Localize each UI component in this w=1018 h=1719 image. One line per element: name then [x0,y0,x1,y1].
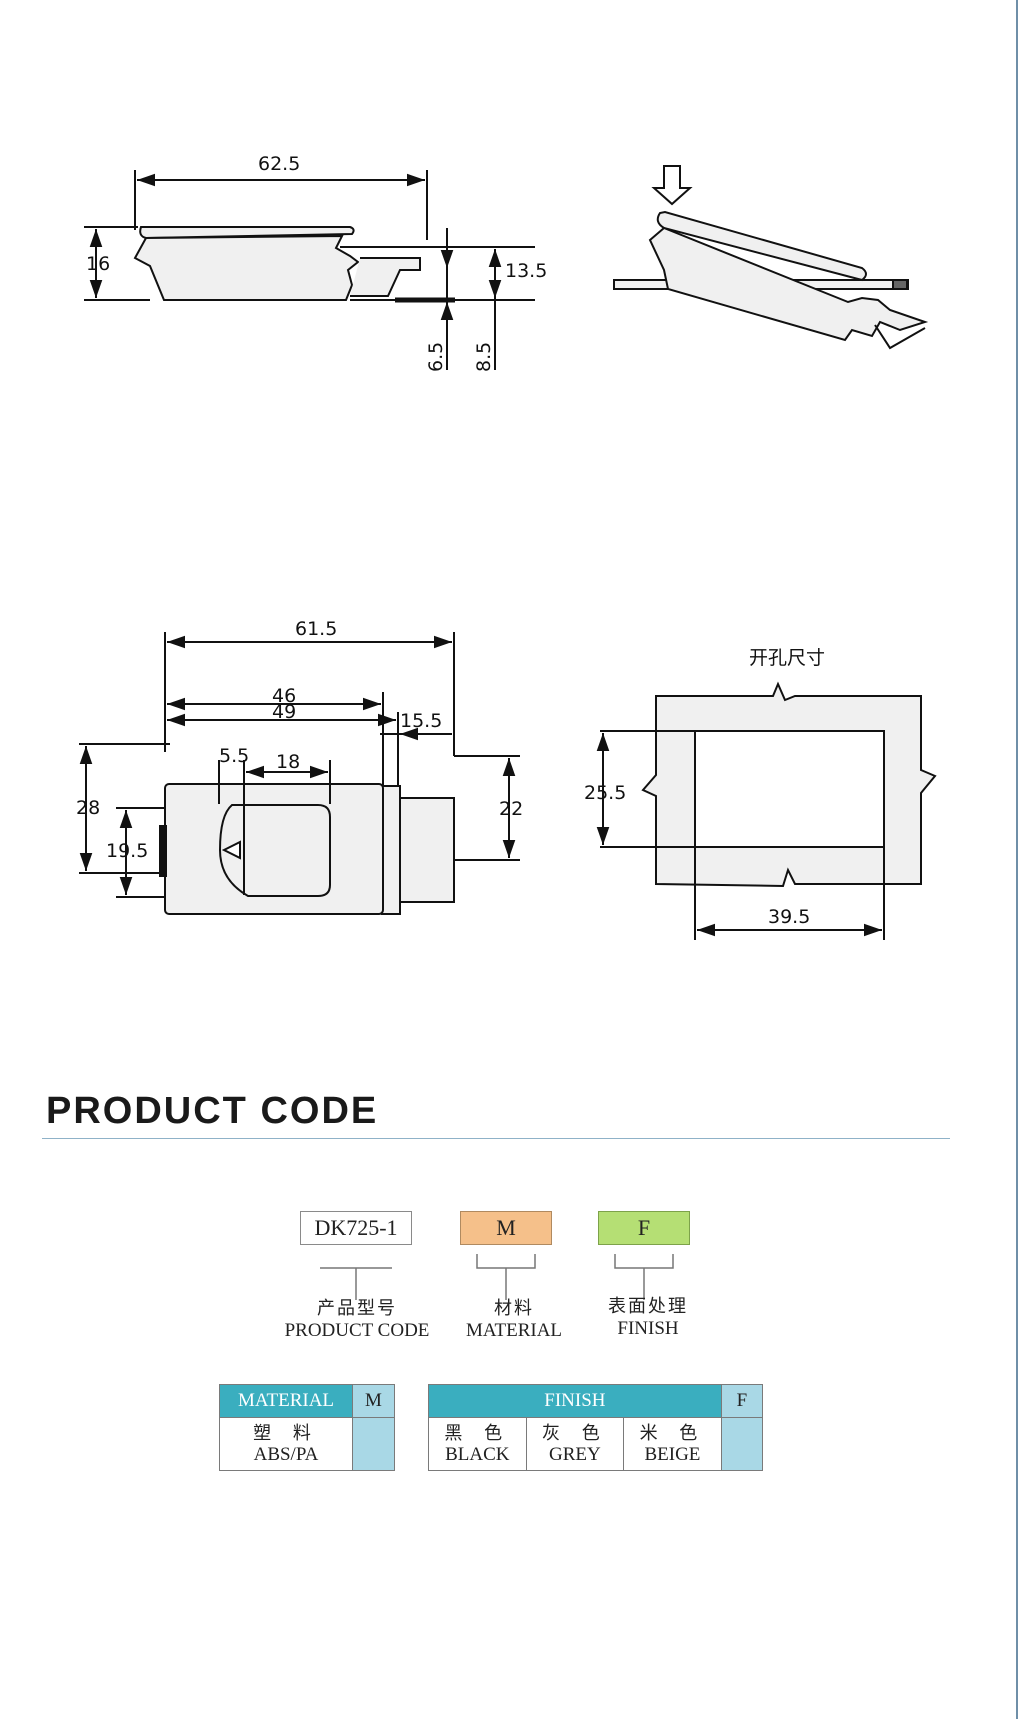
dim-46: 46 [272,685,296,707]
material-table: MATERIAL M 塑 料 ABS/PA [219,1384,395,1471]
material-label-en: MATERIAL [465,1320,563,1341]
finish-table-header: FINISH [428,1384,722,1418]
finish-option-black: 黑 色 BLACK [428,1417,527,1471]
product-code-label-en: PRODUCT CODE [284,1320,430,1341]
side-body [133,234,360,301]
finish-option-black-zh: 黑 色 [444,1423,511,1444]
finish-label-zh: 表面处理 [608,1296,688,1317]
finish-option-beige-zh: 米 色 [639,1423,706,1444]
dim-25-5: 25.5 [584,782,626,804]
top-view [79,632,520,915]
dim-15-5: 15.5 [400,710,442,732]
product-code-label: 产品型号 PRODUCT CODE [284,1298,430,1342]
finish-option-grey-zh: 灰 色 [542,1423,608,1444]
dim-18: 18 [276,751,300,773]
material-code-box: M [460,1211,552,1245]
page-edge-line [1016,0,1018,1719]
finish-option-beige-en: BEIGE [644,1444,701,1465]
side-lid [139,226,355,240]
dim-49: 49 [272,701,296,723]
table-row: 塑 料 ABS/PA [219,1417,395,1471]
material-code-cell [352,1417,395,1471]
finish-option-black-en: BLACK [445,1444,510,1465]
material-label: 材料 MATERIAL [452,1298,576,1342]
material-option-zh: 塑 料 [253,1423,319,1444]
finish-label-en: FINISH [617,1318,679,1339]
section-title: PRODUCT CODE [46,1090,379,1132]
press-arrow-icon [651,165,693,206]
top-button [218,804,331,897]
side-view [84,170,535,370]
product-code-box: DK725-1 [300,1211,412,1245]
open-view [613,165,929,350]
side-latch [350,257,421,297]
finish-table-code: F [720,1384,764,1418]
open-body [648,226,929,342]
product-code-label-zh: 产品型号 [317,1298,397,1319]
dim-8-5: 8.5 [473,342,495,372]
finish-code-box: F [598,1211,690,1245]
section-divider [42,1138,950,1139]
open-lid [656,210,867,282]
dim-61-5: 61.5 [295,618,337,640]
cutout-hole [694,730,885,848]
finish-option-grey: 灰 色 GREY [525,1417,625,1471]
finish-option-beige: 米 色 BEIGE [623,1417,722,1471]
cutout-view [596,681,937,940]
triangle-icon [221,840,241,860]
material-label-zh: 材料 [494,1298,534,1319]
dim-62-5: 62.5 [258,153,300,175]
dim-6-5: 6.5 [425,342,447,372]
material-table-code: M [352,1384,395,1418]
dim-5-5: 5.5 [219,745,249,767]
finish-label: 表面处理 FINISH [596,1296,700,1340]
table-row: 黑 色 BLACK 灰 色 GREY 米 色 BEIGE [428,1417,764,1471]
dim-13-5: 13.5 [505,260,547,282]
finish-table: FINISH F 黑 色 BLACK 灰 色 GREY 米 色 BEIGE [428,1384,764,1471]
dim-28: 28 [76,797,100,819]
code-brackets [320,1254,674,1300]
cutout-label: 开孔尺寸 [749,647,825,669]
dim-16: 16 [86,253,110,275]
finish-code-cell [720,1417,764,1471]
dim-39-5: 39.5 [768,906,810,928]
dim-19-5: 19.5 [106,840,148,862]
dim-22: 22 [499,798,523,820]
material-option: 塑 料 ABS/PA [219,1417,353,1471]
material-table-header: MATERIAL [219,1384,353,1418]
material-option-en: ABS/PA [253,1444,319,1465]
finish-option-grey-en: GREY [549,1444,601,1465]
